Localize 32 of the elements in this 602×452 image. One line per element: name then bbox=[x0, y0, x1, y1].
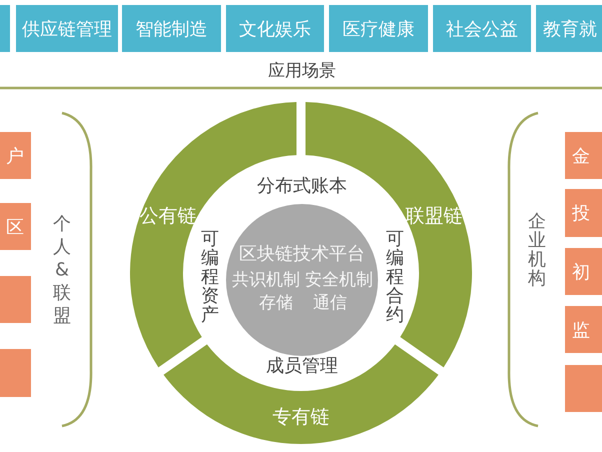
feature-label: 通信 bbox=[313, 294, 347, 314]
chain-label: 联盟链 bbox=[406, 206, 462, 228]
scenario-box: 供应链管理 bbox=[16, 5, 118, 52]
layer-label: 成员管理 bbox=[266, 356, 338, 378]
participant-box: 户 bbox=[0, 132, 31, 179]
scenario-box: 文化娱乐 bbox=[226, 5, 324, 52]
group-label: 企业机构 bbox=[528, 212, 546, 288]
scenario-box: 教育就 bbox=[536, 5, 602, 52]
ring-segment bbox=[163, 344, 439, 444]
chain-label: 专有链 bbox=[272, 406, 330, 428]
participant-box bbox=[0, 349, 31, 397]
feature-label: 存储 bbox=[259, 294, 293, 314]
participant-box bbox=[565, 365, 602, 412]
participant-box: 区 bbox=[0, 203, 31, 250]
scenario-box: 医疗健康 bbox=[329, 5, 428, 52]
scenario-box bbox=[0, 5, 10, 52]
layer-label: 可编程合约 bbox=[386, 230, 404, 324]
layer-label: 分布式账本 bbox=[257, 176, 347, 198]
scenario-box: 社会公益 bbox=[433, 5, 531, 52]
group-label: 个人&联盟 bbox=[53, 212, 71, 328]
participant-box bbox=[0, 276, 31, 323]
platform-title: 区块链技术平台 bbox=[239, 244, 365, 266]
chain-label: 公有链 bbox=[139, 206, 196, 228]
participant-box: 金 bbox=[565, 132, 602, 179]
participant-box: 投 bbox=[565, 189, 602, 237]
feature-label: 共识机制 bbox=[232, 271, 300, 291]
scenario-box: 智能制造 bbox=[122, 5, 221, 52]
feature-label: 安全机制 bbox=[305, 271, 373, 291]
section-title: 应用场景 bbox=[268, 62, 336, 82]
layer-label: 可编程资产 bbox=[201, 230, 219, 324]
participant-box: 初 bbox=[565, 248, 602, 295]
participant-box: 监 bbox=[565, 306, 602, 353]
